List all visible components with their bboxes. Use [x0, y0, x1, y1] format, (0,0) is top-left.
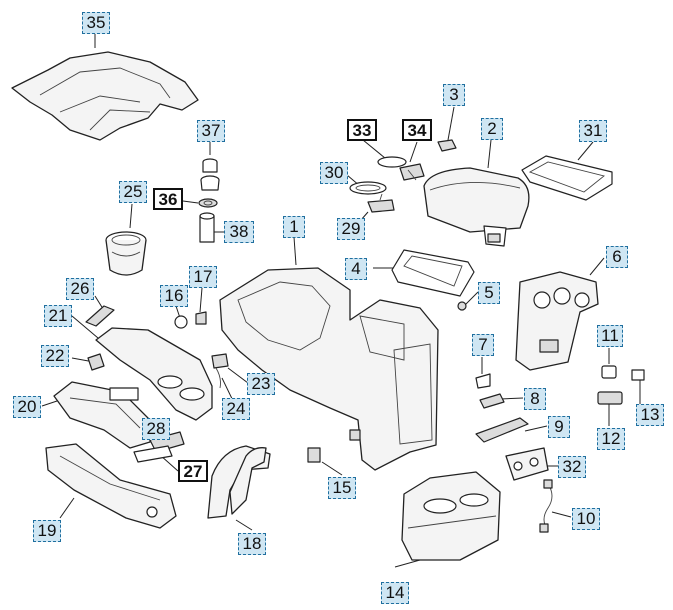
callout-3: 3: [443, 84, 465, 106]
callout-38: 38: [224, 221, 254, 243]
part-14-rear-console: [401, 471, 501, 561]
callout-23: 23: [247, 373, 275, 395]
callout-29: 29: [337, 218, 365, 240]
part-11-button: [601, 365, 617, 379]
part-17-clip: [195, 311, 207, 325]
part-29-bracket: [367, 193, 395, 213]
part-34-switch: [399, 163, 425, 181]
callout-22: 22: [41, 345, 69, 367]
part-6-rear-bezel: [515, 271, 599, 371]
callout-30: 30: [320, 162, 348, 184]
callout-11: 11: [597, 325, 623, 347]
part-10-wire-harness: [539, 479, 553, 533]
callout-21: 21: [44, 305, 72, 327]
callout-5: 5: [478, 282, 500, 304]
callout-31: 31: [579, 120, 607, 142]
callout-16: 16: [160, 285, 188, 307]
part-32-vent: [505, 447, 549, 481]
part-24-harness: [215, 367, 221, 389]
part-9-trim-strip: [475, 417, 529, 443]
callout-34: 34: [402, 119, 432, 141]
callout-19: 19: [33, 520, 61, 542]
callout-35: 35: [82, 12, 110, 34]
callout-9: 9: [548, 416, 570, 438]
callout-37: 37: [197, 120, 225, 142]
part-12-switch-panel: [597, 391, 623, 405]
part-18-air-duct: [207, 445, 271, 519]
part-3-clip: [437, 139, 457, 152]
callout-36: 36: [153, 188, 183, 210]
part-25-cupholder-insert: [105, 231, 147, 276]
callout-27: 27: [178, 460, 208, 482]
part-2-armrest-lid: [423, 167, 530, 247]
callout-17: 17: [189, 266, 217, 288]
callout-1: 1: [283, 216, 305, 238]
callout-2: 2: [481, 118, 503, 140]
callout-13: 13: [636, 404, 664, 426]
callout-32: 32: [558, 456, 586, 478]
part-31-tray-mat: [521, 155, 613, 201]
part-36-outlet-ring: [198, 198, 218, 208]
callout-6: 6: [606, 246, 628, 268]
callout-8: 8: [524, 388, 546, 410]
part-38-outlet-socket: [199, 212, 215, 243]
callout-15: 15: [328, 477, 356, 499]
part-33-bezel-ring: [377, 156, 407, 168]
callout-26: 26: [66, 278, 94, 300]
callout-24: 24: [222, 398, 250, 420]
callout-12: 12: [597, 428, 625, 450]
part-1-console-body: [219, 267, 439, 471]
callout-28: 28: [142, 418, 170, 440]
part-13-switch: [631, 369, 645, 381]
callout-10: 10: [572, 508, 600, 530]
part-19-base-tray: [45, 443, 177, 529]
part-5-plug: [457, 301, 467, 311]
part-30-bezel: [349, 181, 387, 195]
part-26-plate: [85, 305, 115, 327]
part-15-clip: [307, 447, 321, 463]
part-22-latch: [87, 353, 105, 371]
callout-25: 25: [119, 181, 147, 203]
part-21-upper-trim: [95, 327, 213, 421]
callout-33: 33: [347, 119, 377, 141]
part-37-outlet-cap: [200, 158, 220, 191]
part-16-knob: [174, 315, 188, 329]
part-23-connector: [211, 353, 229, 369]
part-4-console-mat: [391, 249, 475, 297]
callout-4: 4: [345, 258, 367, 280]
callout-18: 18: [238, 533, 266, 555]
part-7-fastener: [475, 373, 491, 389]
part-27-trim-piece: [133, 445, 173, 463]
callout-20: 20: [13, 396, 41, 418]
part-35-carpet-panel: [11, 51, 199, 141]
callout-7: 7: [472, 334, 494, 356]
part-20-lower-trim: [53, 381, 151, 449]
callout-14: 14: [381, 582, 409, 604]
part-8-clip: [479, 393, 505, 409]
